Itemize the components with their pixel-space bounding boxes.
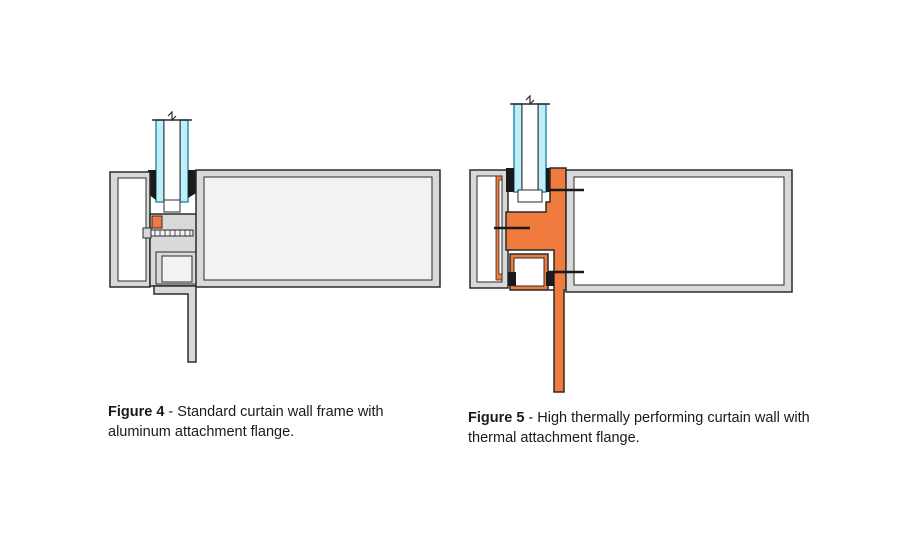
fig4-screw xyxy=(142,227,194,239)
fig5-gasket-left xyxy=(506,168,514,192)
fig4-back-frame xyxy=(195,169,441,288)
fig4-glass-unit xyxy=(152,110,192,213)
fig4-aluminum-flange xyxy=(153,285,197,363)
figure-4-label: Figure 4 xyxy=(108,404,165,420)
figure-4-drawing xyxy=(109,110,441,363)
fig5-inner-box xyxy=(513,257,545,287)
fig5-back-frame xyxy=(565,169,793,293)
fig5-gasket-bottom-right xyxy=(546,272,554,286)
fig4-thermal-break xyxy=(151,215,163,229)
fig5-glass-unit xyxy=(510,94,550,203)
figure-5-caption-text: - High thermally performing curtain wall… xyxy=(468,410,810,446)
figure-4-caption: Figure 4 - Standard curtain wall frame w… xyxy=(108,402,428,442)
fig4-pressure-plate xyxy=(109,171,151,288)
fig5-gasket-bottom-left xyxy=(508,272,516,286)
figure-5-caption: Figure 5 - High thermally performing cur… xyxy=(468,408,818,448)
figure-5-label: Figure 5 xyxy=(468,410,525,426)
figure-5-drawing xyxy=(469,94,793,393)
figure-4-caption-text: - Standard curtain wall frame with alumi… xyxy=(108,404,384,440)
